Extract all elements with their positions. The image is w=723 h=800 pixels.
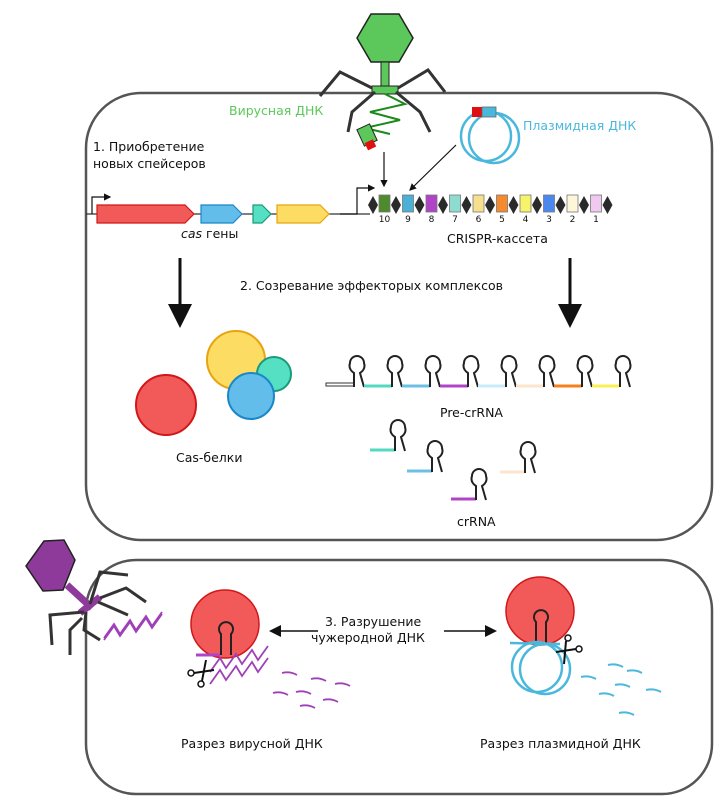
spacer-number: 5: [499, 215, 505, 225]
phage-purple-icon: [25, 539, 163, 655]
phage-green-icon: [318, 13, 447, 151]
spacer-number: 6: [476, 215, 482, 225]
step1-label-line2: новых спейсеров: [93, 156, 206, 171]
repeat-diamond: [438, 196, 448, 214]
promoter-arrow-crispr: [340, 184, 376, 215]
cas-gene-2: [200, 204, 243, 224]
repeat-diamond: [391, 196, 401, 214]
cas-gene-1: [96, 204, 195, 224]
spacer-number: 3: [546, 215, 552, 225]
hairpin: [576, 355, 594, 388]
step1-label-line1: 1. Приобретение: [93, 139, 205, 154]
spacer-number: 1: [593, 215, 599, 225]
spacer-5: [496, 194, 508, 213]
cas-gene-3: [252, 204, 272, 224]
repeat-diamond: [485, 196, 495, 214]
viral-dna-label: Вирусная ДНК: [229, 103, 323, 118]
crispr-cassette: 10 9 8 7 6 5 4 3 2 1: [368, 194, 613, 225]
spacer-number: 2: [570, 215, 576, 225]
scissors-icon: [555, 634, 583, 665]
cas-proteins-label: Cas-белки: [176, 450, 242, 465]
pre-crrna-label: Pre-crRNA: [440, 405, 503, 420]
spacer-2: [566, 194, 579, 213]
plasmid-dna-label: Плазмидная ДНК: [523, 118, 636, 133]
cas-complex-viral: [190, 589, 269, 685]
spacer-6: [472, 194, 485, 213]
viral-dna-fragments: [272, 671, 351, 709]
cut-plasmid-label: Разрез плазмидной ДНК: [480, 736, 641, 751]
repeat-diamond: [602, 196, 613, 214]
spacer-number: 8: [429, 215, 435, 225]
crrna-label: crRNA: [457, 514, 496, 529]
spacer-10: [378, 194, 391, 213]
leader-segment: [325, 382, 355, 387]
spacer-8: [425, 194, 438, 213]
hairpin: [614, 355, 632, 388]
hairpin: [500, 355, 518, 388]
acquisition-arrow-plasmid: [409, 144, 457, 191]
repeat-diamond: [368, 196, 378, 214]
spacer-7: [449, 194, 461, 213]
promoter-arrow-cas: [91, 193, 112, 214]
step3-label-line1: 3. Разрушение: [325, 614, 422, 629]
hairpin: [424, 355, 442, 388]
crrna-hairpin: [426, 440, 444, 473]
cas-genes-label: cas гены: [181, 226, 238, 241]
spacer-number: 9: [405, 215, 411, 225]
hairpin: [348, 355, 366, 388]
plasmid-dna-fragments: [580, 663, 662, 716]
spacer-4: [519, 194, 532, 213]
repeat-diamond: [508, 196, 519, 214]
crrna-hairpin: [470, 468, 488, 501]
spacer-9: [402, 194, 414, 213]
spacer-1: [590, 194, 602, 213]
hairpin: [538, 355, 556, 388]
crrna-hairpin: [389, 419, 407, 452]
cas-gene-4: [276, 204, 330, 224]
repeat-diamond: [461, 196, 472, 214]
spacer-number: 7: [452, 215, 458, 225]
cas-complex-plasmid: [505, 576, 575, 696]
step2-label: 2. Созревание эффекторых комплексов: [240, 278, 503, 293]
pre-crrna: [325, 355, 632, 388]
crrna-group: [370, 419, 537, 501]
spacer-3: [543, 194, 555, 213]
cas-proteins-icon: [135, 330, 292, 436]
crrna-hairpin: [519, 441, 537, 474]
cut-viral-label: Разрез вирусной ДНК: [181, 736, 323, 751]
crispr-cassette-label: CRISPR-кассета: [447, 231, 548, 246]
repeat-diamond: [579, 196, 589, 214]
repeat-diamond: [555, 196, 566, 214]
hairpin: [386, 355, 404, 388]
repeat-diamond: [414, 196, 425, 214]
plasmid-icon: [459, 106, 521, 165]
spacer-number: 4: [523, 215, 529, 225]
cell-lower: [84, 558, 714, 796]
spacer-number: 10: [379, 215, 391, 225]
repeat-diamond: [532, 196, 542, 214]
step3-label-line2: чужеродной ДНК: [311, 630, 425, 645]
scissors-icon: [187, 659, 215, 688]
hairpin: [462, 355, 480, 388]
